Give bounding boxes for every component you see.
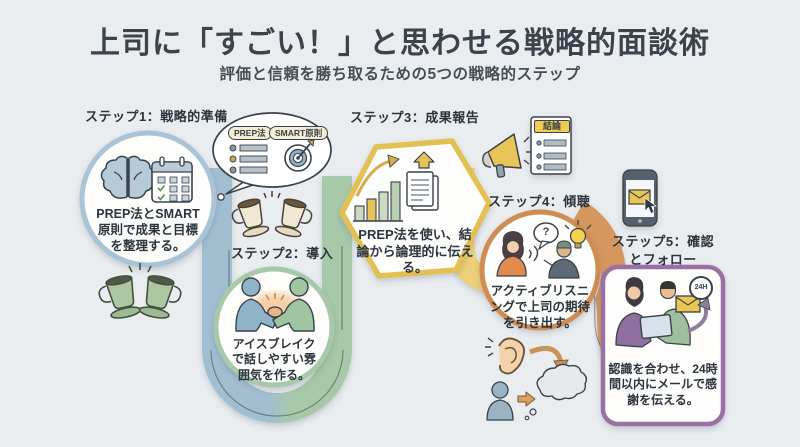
send-arrow-icon [687, 297, 711, 333]
page-subtitle: 評価と信頼を勝ち取るための5つの戦略的ステップ [219, 66, 581, 83]
arrow-right-icon [517, 391, 536, 407]
step1-circle [79, 130, 217, 268]
megaphone-icon [482, 133, 533, 178]
step2-label: ステップ2：導入 [231, 246, 334, 261]
thought-cloud-icon [524, 363, 588, 421]
growth-chart-icon [353, 154, 403, 222]
step1-label: ステップ1：戦略的準備 [85, 109, 228, 124]
step4-label: ステップ4：傾聴 [488, 194, 591, 209]
clock-24h-icon [689, 276, 713, 300]
lightbulb-icon [564, 220, 592, 249]
page-title: 上司に「すごい！」と思わせる戦略的面談術 [90, 27, 710, 60]
coffee-cups-icon [231, 191, 313, 238]
step5-text: 認識を合わせ、24時間以内にメールで感謝を伝える。 [608, 362, 718, 407]
ear-icon [485, 337, 525, 375]
step4-circle [479, 209, 601, 331]
step5-label: ステップ5：確認とフォロー [611, 234, 715, 267]
brain-icon [100, 155, 156, 199]
conversation-icon [496, 222, 580, 279]
report-documents-icon [406, 151, 439, 211]
person-silhouette-icon [486, 381, 514, 421]
calendar-icon [151, 156, 193, 203]
step2-circle [213, 266, 335, 388]
target-icon [284, 139, 315, 172]
question-mark: ? [542, 226, 550, 238]
badge-smart: SMART原則 [269, 126, 329, 140]
step2-text: アイスブレイクで話しやすい雰囲気を作る。 [232, 337, 316, 382]
checklist-icon [229, 144, 268, 174]
step3-label: ステップ3：成果報告 [350, 110, 480, 125]
ribbon-step1-to-step3 [202, 168, 352, 423]
clock-24h-label: 24H [694, 284, 708, 291]
tablet-review-icon [615, 277, 691, 348]
conclusion-card-header: 結論 [534, 120, 570, 133]
handshake-icon [235, 277, 315, 332]
step4-text: アクティブリスニングで上司の期待を引き出す。 [489, 284, 590, 330]
step3-hexagon [339, 138, 492, 279]
step5-box [600, 264, 726, 427]
step1-text: PREP法とSMART原則で成果と目標を整理する。 [96, 207, 200, 253]
step3-text: PREP法を使い、結論から論理的に伝える。 [356, 227, 474, 276]
green-mugs-icon [98, 263, 182, 319]
badge-prep: PREP法 [228, 126, 272, 140]
smartphone-icon [622, 169, 658, 227]
